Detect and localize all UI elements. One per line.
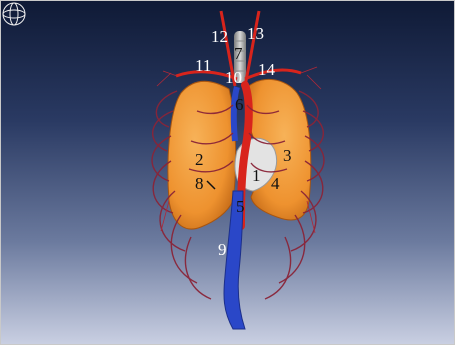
label-10: 10: [225, 69, 242, 86]
label-13: 13: [247, 25, 264, 42]
label-11: 11: [195, 57, 211, 74]
label-1: 1: [252, 167, 261, 184]
label-3: 3: [283, 147, 292, 164]
label-12: 12: [211, 28, 228, 45]
label-2: 2: [195, 151, 204, 168]
label-7: 7: [234, 45, 243, 62]
label-8: 8: [195, 175, 204, 192]
label-5: 5: [236, 198, 245, 215]
orientation-gizmo-icon[interactable]: [1, 1, 27, 27]
label-4: 4: [271, 175, 280, 192]
label-9: 9: [218, 241, 227, 258]
label-14: 14: [258, 61, 275, 78]
label-6: 6: [235, 96, 244, 113]
